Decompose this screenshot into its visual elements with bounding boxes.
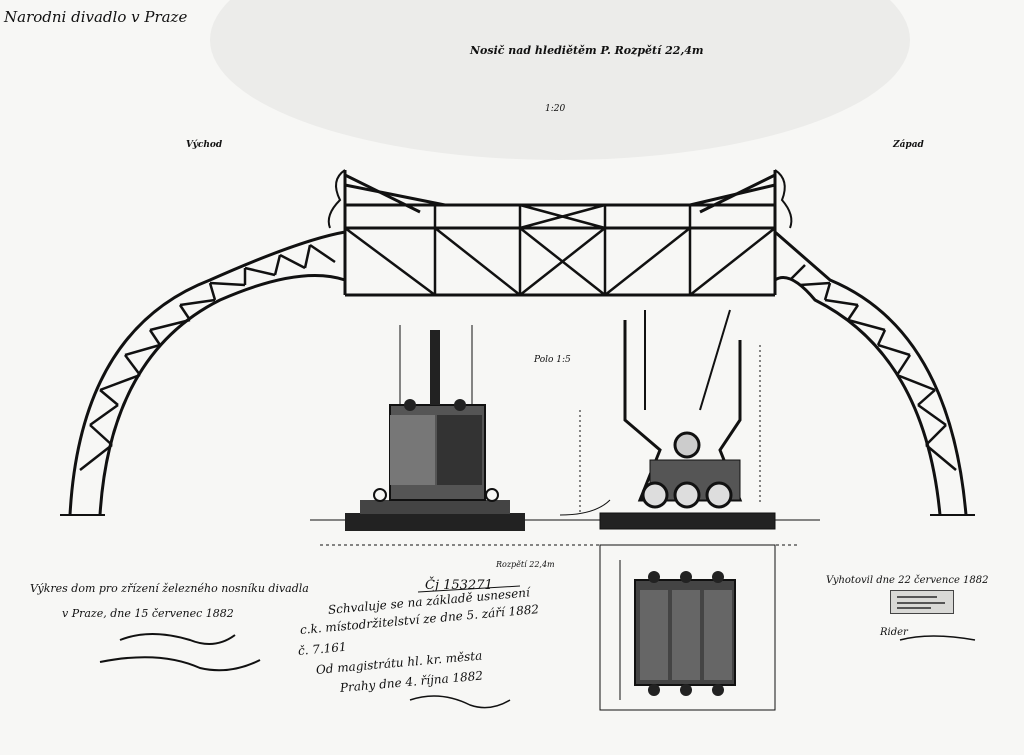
right-signature: Rider	[880, 627, 908, 638]
signature-bottom	[409, 695, 511, 709]
background-shade	[210, 0, 910, 160]
signature-right	[899, 635, 976, 641]
bearing-section-right	[559, 309, 776, 530]
right-note: Vyhotovil dne 22 července 1882	[826, 575, 989, 586]
scale-label: 1:20	[545, 104, 566, 114]
bearing-plan-view	[599, 544, 776, 711]
official-stamp	[890, 590, 954, 614]
arch-inner-curve	[98, 274, 346, 516]
signature-left-2	[99, 656, 261, 672]
span-label: Rozpětí 22,4m	[496, 560, 555, 569]
arch-outer-curve	[68, 230, 346, 516]
central-truss-verticals	[433, 205, 692, 295]
signature-left-1	[119, 633, 236, 645]
arch-outer-curve-right	[774, 230, 968, 516]
drawing-title: Nosič nad hlediětěm P. Rozpětí 22,4m	[470, 44, 704, 57]
arch-truss	[68, 230, 968, 516]
bearing-elevation-left	[345, 325, 525, 531]
detail-scale-label: Polo 1:5	[534, 355, 571, 365]
reference-number: Čj 153271	[425, 578, 493, 593]
east-label: Východ	[186, 140, 223, 150]
arch-web-left	[79, 243, 336, 471]
central-truss-diagonals	[344, 203, 776, 297]
right-bracket-ornament	[774, 169, 793, 229]
legend-line-1: Výkres dom pro zřízení železného nosníku…	[30, 582, 309, 595]
west-label: Západ	[893, 140, 924, 150]
sheet-header: Narodni divadlo v Praze	[4, 8, 188, 26]
arch-inner-curve-right	[774, 276, 942, 516]
central-truss	[343, 170, 777, 297]
arch-web-right	[789, 264, 957, 471]
cislo-box	[417, 585, 521, 593]
left-bracket-ornament	[327, 169, 346, 229]
legend-line-2: v Praze, dne 15 červenec 1882	[62, 607, 234, 620]
